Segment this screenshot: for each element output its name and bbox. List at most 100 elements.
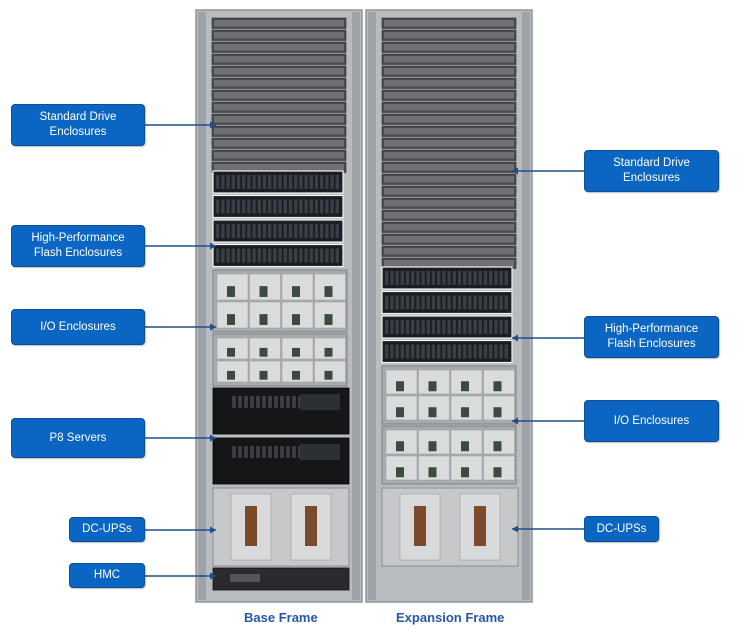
base-flash-drive-slot	[325, 224, 329, 238]
callout-hmc: HMC	[69, 563, 145, 588]
callout-flash-enclosures-base: High-Performance Flash Enclosures	[11, 225, 145, 267]
base-flash-drive-slot	[325, 175, 329, 189]
expansion-flash-drive-slot	[447, 271, 451, 285]
expansion-drive-row-grille	[384, 68, 514, 75]
expansion-io-module-card	[493, 381, 502, 392]
connector-standard-drive-expansion-arrowhead	[512, 167, 518, 175]
expansion-flash-drive-slot	[437, 320, 441, 334]
expansion-flash-drive-slot	[499, 295, 503, 310]
expansion-flash-drive-slot	[478, 271, 482, 285]
expansion-side-rail	[522, 12, 530, 600]
base-flash-drive-slot	[309, 248, 313, 263]
base-flash-drive-slot	[216, 224, 220, 238]
base-flash-drive-slot	[257, 248, 261, 263]
base-flash-drive-slot	[288, 248, 293, 263]
base-flash-drive-slot	[236, 248, 241, 263]
base-flash-drive-slot	[283, 248, 287, 263]
base-flash-drive-slot	[278, 175, 282, 189]
expansion-flash-drive-slot	[463, 271, 467, 285]
expansion-drive-row-grille	[384, 80, 514, 87]
expansion-io-enclosure	[381, 425, 517, 485]
base-flash-drive-slot	[257, 175, 261, 189]
base-flash-drive-slot	[335, 175, 339, 189]
expansion-flash-drive-slot	[405, 320, 410, 334]
expansion-flash-drive-slot	[421, 344, 425, 359]
callout-io-enclosures-expansion: I/O Enclosures	[584, 400, 719, 442]
base-flash-drive-slot	[231, 175, 235, 189]
expansion-flash-drive-slot	[499, 271, 503, 285]
base-flash-drive-slot	[278, 224, 282, 238]
expansion-flash-drive-slot	[426, 344, 430, 359]
base-io-module-card	[292, 314, 300, 325]
expansion-side-rail	[368, 12, 376, 600]
expansion-io-module-card	[461, 441, 469, 452]
expansion-drive-row-grille	[384, 92, 514, 99]
base-flash-drive-slot	[242, 199, 246, 214]
base-p8-server-bay	[286, 446, 290, 458]
base-io-module-card	[227, 286, 235, 297]
connector-flash-base	[145, 242, 216, 250]
base-flash-drive-slot	[231, 224, 235, 238]
base-flash-drive-slot	[335, 224, 339, 238]
expansion-flash-drive-slot	[400, 271, 404, 285]
expansion-flash-drive-slot	[385, 295, 389, 310]
base-io-enclosure	[212, 269, 348, 333]
expansion-flash-drive-slot	[405, 295, 410, 310]
expansion-flash-drive-slot	[411, 320, 415, 334]
callout-connectors	[145, 121, 584, 580]
connector-dc-ups-expansion	[512, 525, 584, 533]
connector-standard-drive-base-arrowhead	[210, 121, 216, 129]
base-flash-drive-slot	[314, 248, 319, 263]
expansion-flash-drive-slot	[385, 344, 389, 359]
base-p8-server-bay	[250, 396, 254, 408]
expansion-flash-drive-slot	[442, 320, 446, 334]
base-flash-drive-slot	[309, 175, 313, 189]
expansion-flash-drive-slot	[442, 344, 446, 359]
expansion-io-module-card	[428, 441, 437, 452]
base-flash-drive-slot	[299, 199, 303, 214]
base-flash-drive-slot	[288, 199, 293, 214]
expansion-standard-drive-rows	[381, 17, 517, 269]
base-drive-row-grille	[214, 152, 344, 159]
expansion-flash-drive-slot	[504, 271, 508, 285]
base-p8-server-bay	[250, 446, 254, 458]
base-flash-drive-slot	[226, 248, 230, 263]
base-p8-server-bay	[262, 446, 266, 458]
base-p8-server	[212, 387, 350, 435]
base-flash-drive-slot	[320, 248, 324, 263]
base-io-module-card	[259, 347, 268, 357]
base-drive-row-grille	[214, 164, 344, 171]
expansion-flash-drive-slot	[468, 344, 472, 359]
base-flash-drive-slot	[216, 248, 220, 263]
expansion-drive-row-grille	[384, 56, 514, 63]
expansion-flash-drive-slot	[437, 271, 441, 285]
expansion-dc-ups-cabling	[474, 506, 486, 546]
expansion-flash-drive-slot	[478, 344, 482, 359]
base-flash-drive-slot	[268, 199, 272, 214]
expansion-flash-drive-slot	[473, 295, 477, 310]
expansion-flash-drive-slot	[483, 344, 488, 359]
expansion-flash-drive-slot	[385, 320, 389, 334]
expansion-flash-drive-slot	[395, 295, 399, 310]
base-io-module-card	[324, 347, 333, 357]
base-flash-drive-slot	[273, 199, 277, 214]
base-flash-drive-slot	[314, 224, 319, 238]
connector-io-base	[145, 323, 216, 331]
expansion-drive-row-grille	[384, 224, 514, 231]
expansion-drive-row-grille	[384, 248, 514, 255]
expansion-drive-row-grille	[384, 44, 514, 51]
base-p8-server-panel	[300, 394, 340, 410]
base-flash-drive-slot	[247, 175, 251, 189]
expansion-io-module-card	[493, 467, 502, 478]
expansion-flash-drive-slot	[447, 295, 451, 310]
base-p8-server-bay	[256, 396, 260, 408]
base-flash-drive-slot	[257, 224, 261, 238]
base-flash-drive-slot	[304, 248, 308, 263]
expansion-flash-drive-slot	[416, 295, 420, 310]
expansion-flash-drive-slot	[431, 320, 436, 334]
base-flash-drive-slot	[283, 175, 287, 189]
base-drive-row-grille	[214, 32, 344, 39]
expansion-flash-drive-slot	[489, 320, 493, 334]
base-drive-row-grille	[214, 20, 344, 27]
expansion-io-module-card	[396, 381, 404, 392]
